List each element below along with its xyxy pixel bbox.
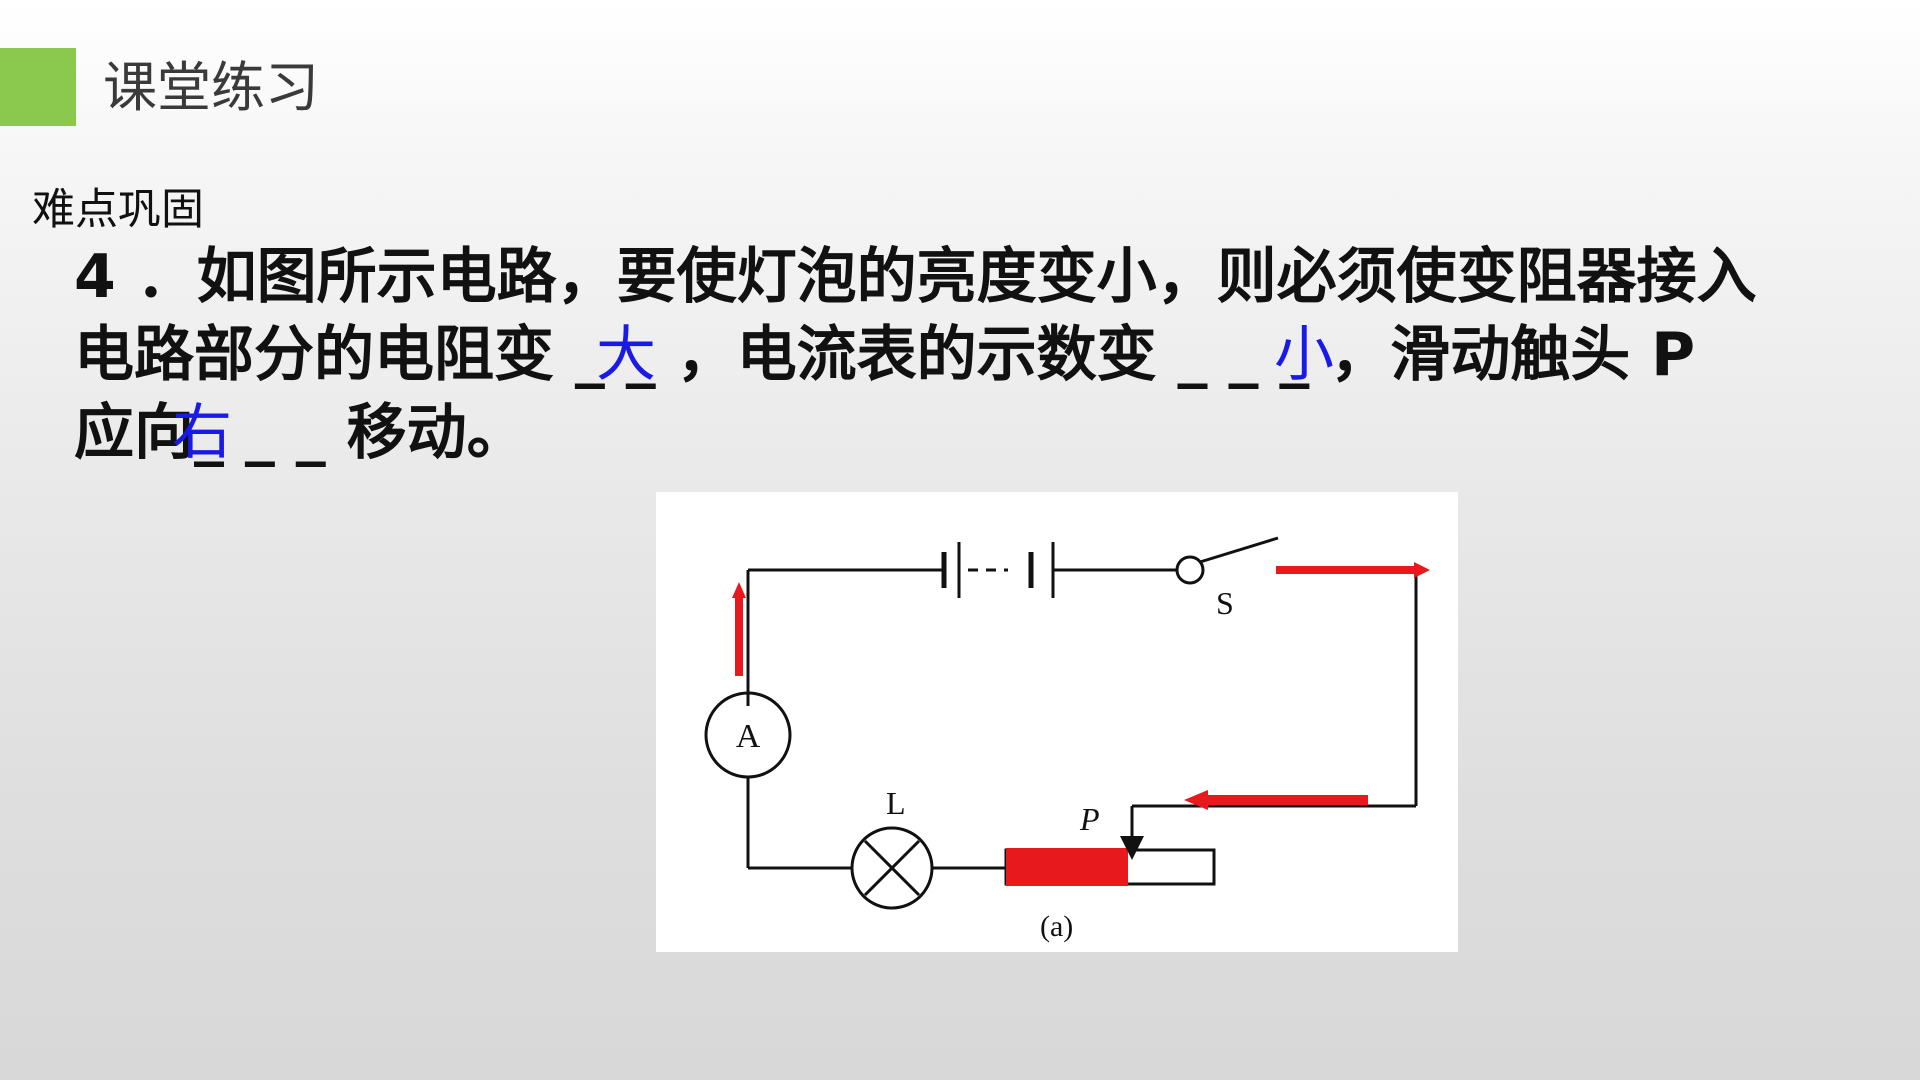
section-subtitle: 难点巩固 — [32, 185, 204, 235]
title-accent-bar — [0, 48, 76, 126]
question-line-2-text: 电路部分的电阻变 _ _ ，电流表的示数变 _ _ _ ，滑动触头 P — [74, 320, 1696, 390]
current-arrow-left-head — [732, 582, 746, 598]
answer-2: 小 — [1274, 320, 1334, 390]
switch-lever — [1199, 536, 1279, 564]
circuit-diagram: S A L P (a) — [656, 492, 1458, 952]
diagram-caption: (a) — [1040, 910, 1073, 943]
lamp-cross-2 — [863, 839, 921, 897]
rheostat-active-section — [1006, 848, 1128, 886]
circuit-svg: S A L P (a) — [704, 536, 1430, 943]
question-line-1: 4 ．如图所示电路，要使灯泡的亮度变小，则必须使变阻器接入 — [74, 242, 1757, 312]
answer-3: 右 — [172, 398, 232, 468]
ammeter-label: A — [736, 718, 761, 755]
slide-title: 课堂练习 — [103, 56, 319, 119]
current-arrows — [732, 562, 1430, 810]
switch-label: S — [1216, 585, 1234, 621]
question-line-3-text: 应向_ _ _ 移动。 — [74, 398, 527, 468]
switch-pivot — [1175, 555, 1205, 585]
current-arrow-bottom-head — [1184, 790, 1208, 810]
slider-label: P — [1079, 801, 1100, 837]
lamp-label: L — [886, 785, 906, 821]
slider-arrowhead — [1120, 836, 1144, 860]
question-line-2: 电路部分的电阻变 _ _ ，电流表的示数变 _ _ _ ，滑动触头 P 大 小 — [74, 316, 1874, 394]
question-text: 4 ．如图所示电路，要使灯泡的亮度变小，则必须使变阻器接入 电路部分的电阻变 _… — [74, 238, 1874, 472]
question-line-3: 应向_ _ _ 移动。 右 — [74, 394, 1874, 472]
answer-1: 大 — [596, 320, 656, 390]
current-arrow-top-right-head — [1414, 562, 1430, 578]
circuit-labels: S A L P (a) — [736, 585, 1234, 943]
